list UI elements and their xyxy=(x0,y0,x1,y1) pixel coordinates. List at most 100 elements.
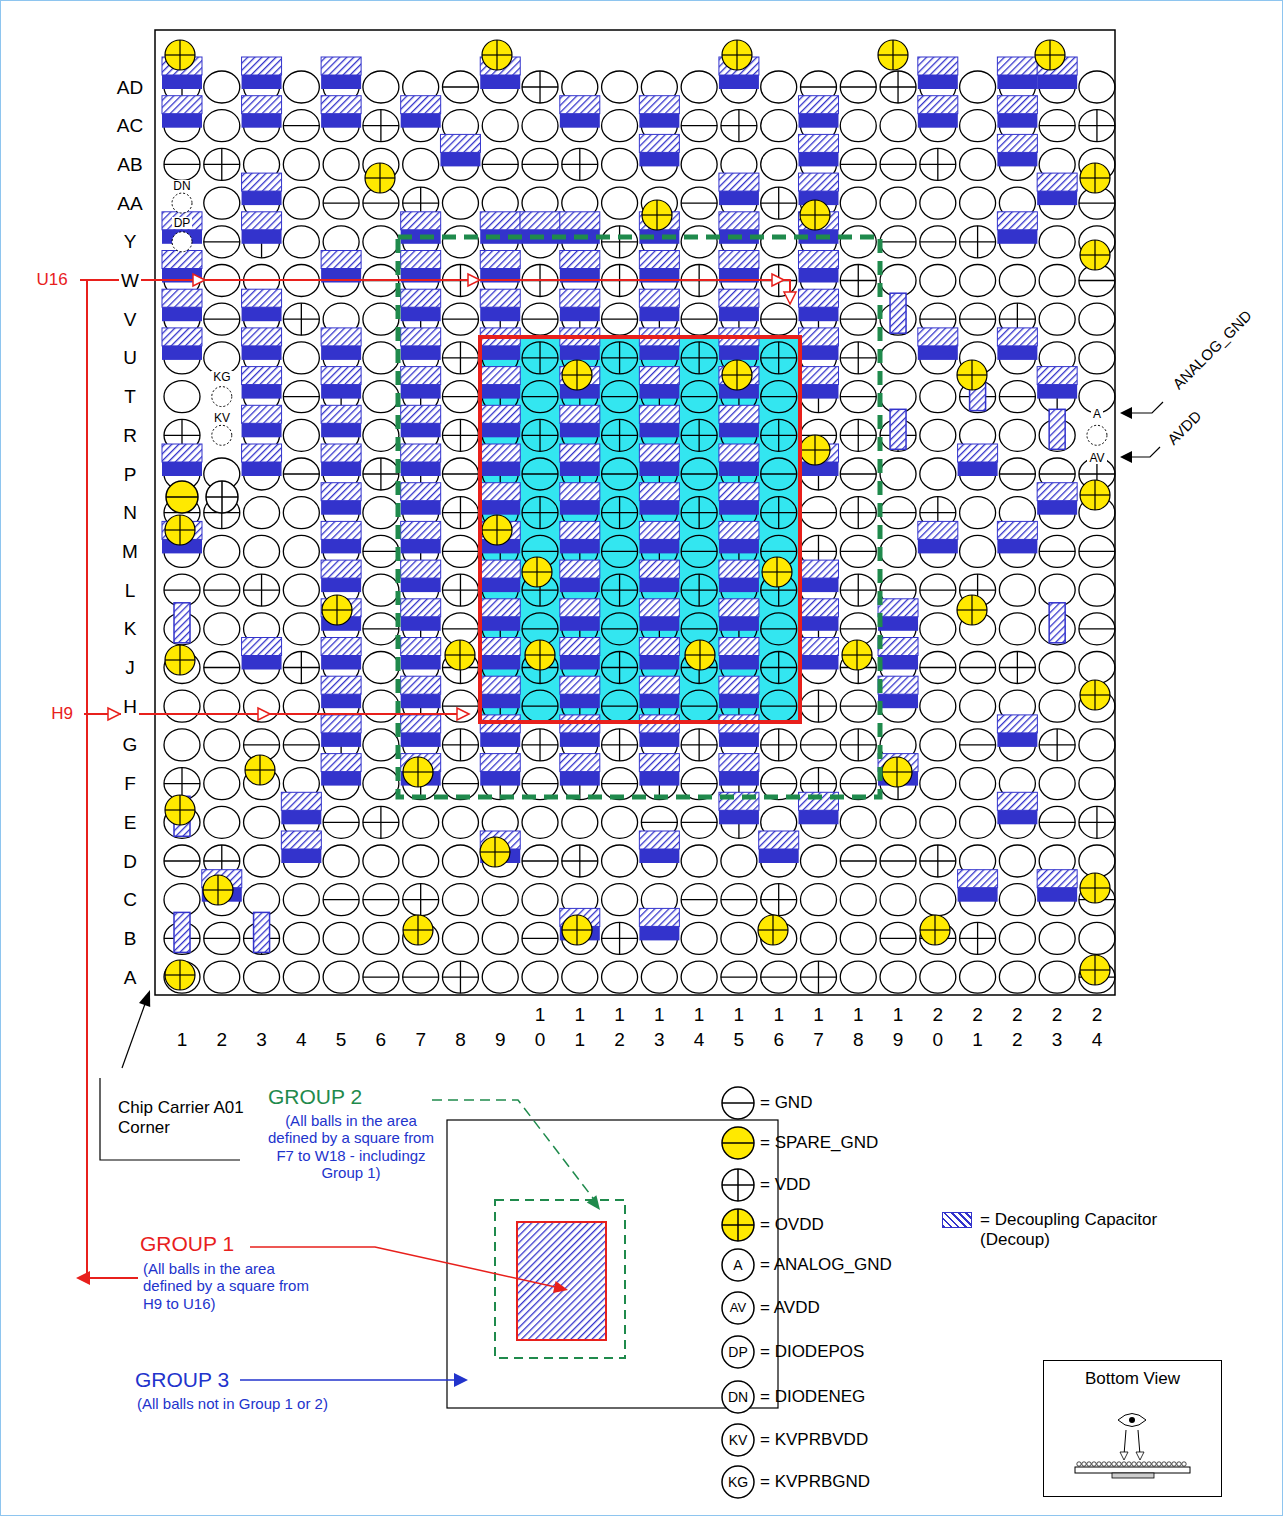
vdd-mark xyxy=(460,419,461,451)
solder-ball xyxy=(999,458,1035,490)
decoupling-capacitor xyxy=(401,444,441,462)
decoupling-capacitor xyxy=(321,251,361,269)
gnd-mark xyxy=(204,319,240,320)
decoupling-capacitor xyxy=(798,599,838,617)
solder-ball xyxy=(323,884,359,916)
decoupling-capacitor xyxy=(560,733,600,747)
solder-ball xyxy=(840,690,876,722)
solder-ball xyxy=(840,535,876,567)
row-label: T xyxy=(122,387,138,406)
solder-ball xyxy=(1039,690,1075,722)
solder-ball xyxy=(880,381,916,413)
gnd-mark xyxy=(840,551,876,552)
group-description: (All balls in the area defined by a squa… xyxy=(262,1112,440,1181)
decoupling-capacitor xyxy=(321,539,361,553)
gnd-mark xyxy=(840,164,876,165)
arrowhead xyxy=(139,990,150,1007)
decoupling-capacitor xyxy=(918,57,958,75)
solder-ball xyxy=(283,71,319,103)
decoupling-capacitor xyxy=(1037,501,1077,515)
column-label: 22 xyxy=(1011,1002,1023,1052)
vdd-mark xyxy=(818,961,819,993)
pin-symbol xyxy=(722,1424,754,1456)
legend-text: = GND xyxy=(760,1093,812,1113)
gnd-mark xyxy=(363,551,399,552)
decoupling-capacitor xyxy=(242,173,282,191)
gnd-mark xyxy=(442,473,478,474)
solder-ball xyxy=(204,690,240,722)
column-label: 14 xyxy=(693,1002,705,1052)
solder-ball xyxy=(681,806,717,838)
decoupling-capacitor xyxy=(480,638,520,656)
solder-ball xyxy=(761,110,797,142)
solder-ball xyxy=(442,690,478,722)
solder-ball xyxy=(283,690,319,722)
ovdd-mark xyxy=(179,795,180,825)
gnd-mark xyxy=(681,551,717,552)
decoupling-capacitor xyxy=(480,676,520,694)
vdd-mark xyxy=(301,652,302,684)
gnd-mark xyxy=(442,319,478,320)
solder-ball xyxy=(442,342,478,374)
ovdd-ball xyxy=(365,163,395,193)
gnd-mark xyxy=(602,706,638,707)
solder-ball xyxy=(721,961,757,993)
solder-ball xyxy=(681,71,717,103)
gnd-mark xyxy=(1039,125,1075,126)
solder-ball xyxy=(522,806,558,838)
gnd-mark xyxy=(1079,628,1115,629)
decoupling-capacitor xyxy=(560,560,600,578)
solder-ball xyxy=(840,265,876,297)
gnd-mark xyxy=(999,473,1035,474)
gnd-mark xyxy=(880,241,916,242)
solder-ball xyxy=(880,71,916,103)
solder-ball xyxy=(323,806,359,838)
special-pin xyxy=(212,425,232,445)
solder-ball xyxy=(602,381,638,413)
arrowhead xyxy=(193,274,205,286)
decoupling-capacitor xyxy=(639,114,679,128)
solder-ball xyxy=(363,381,399,413)
vdd-mark xyxy=(619,652,620,684)
ovdd-ball xyxy=(165,40,195,70)
solder-ball xyxy=(840,806,876,838)
gnd-mark xyxy=(522,938,558,939)
solder-ball xyxy=(204,922,240,954)
solder-ball xyxy=(880,226,916,258)
decoupling-capacitor xyxy=(560,578,600,592)
solder-ball xyxy=(880,342,916,374)
decoupling-capacitor xyxy=(798,638,838,656)
vdd-mark xyxy=(619,574,620,606)
decoupling-capacitor xyxy=(997,212,1037,230)
decoupling-capacitor xyxy=(480,444,520,462)
vdd-mark xyxy=(698,574,699,606)
view-box: Bottom View xyxy=(1043,1360,1222,1497)
decoupling-capacitor xyxy=(997,733,1037,747)
gnd-mark xyxy=(840,319,876,320)
solder-ball xyxy=(204,574,240,606)
solder-ball xyxy=(960,187,996,219)
ovdd-ball xyxy=(522,557,552,587)
decoupling-capacitor xyxy=(798,385,838,399)
arrowhead xyxy=(457,708,469,720)
solder-ball xyxy=(164,884,200,916)
decoupling-capacitor xyxy=(480,462,520,476)
vdd-mark xyxy=(619,497,620,529)
decoupling-capacitor xyxy=(242,462,282,476)
solder-ball xyxy=(244,690,280,722)
legend-swatch xyxy=(942,1212,972,1228)
vdd-mark xyxy=(778,884,779,916)
column-label: 23 xyxy=(1051,1002,1063,1052)
vdd-mark xyxy=(698,419,699,451)
solder-ball xyxy=(482,884,518,916)
package-side-view xyxy=(1112,1473,1154,1478)
legend-pin-letter: A xyxy=(733,1257,742,1273)
solder-ball xyxy=(442,535,478,567)
solder-ball xyxy=(1079,768,1115,800)
decoupling-capacitor xyxy=(321,328,361,346)
ovdd-mark xyxy=(179,960,180,990)
decoupling-capacitor xyxy=(560,212,600,230)
solder-ball xyxy=(960,922,996,954)
vdd-mark xyxy=(698,729,699,761)
legend-text: = DIODEPOS xyxy=(760,1342,864,1362)
